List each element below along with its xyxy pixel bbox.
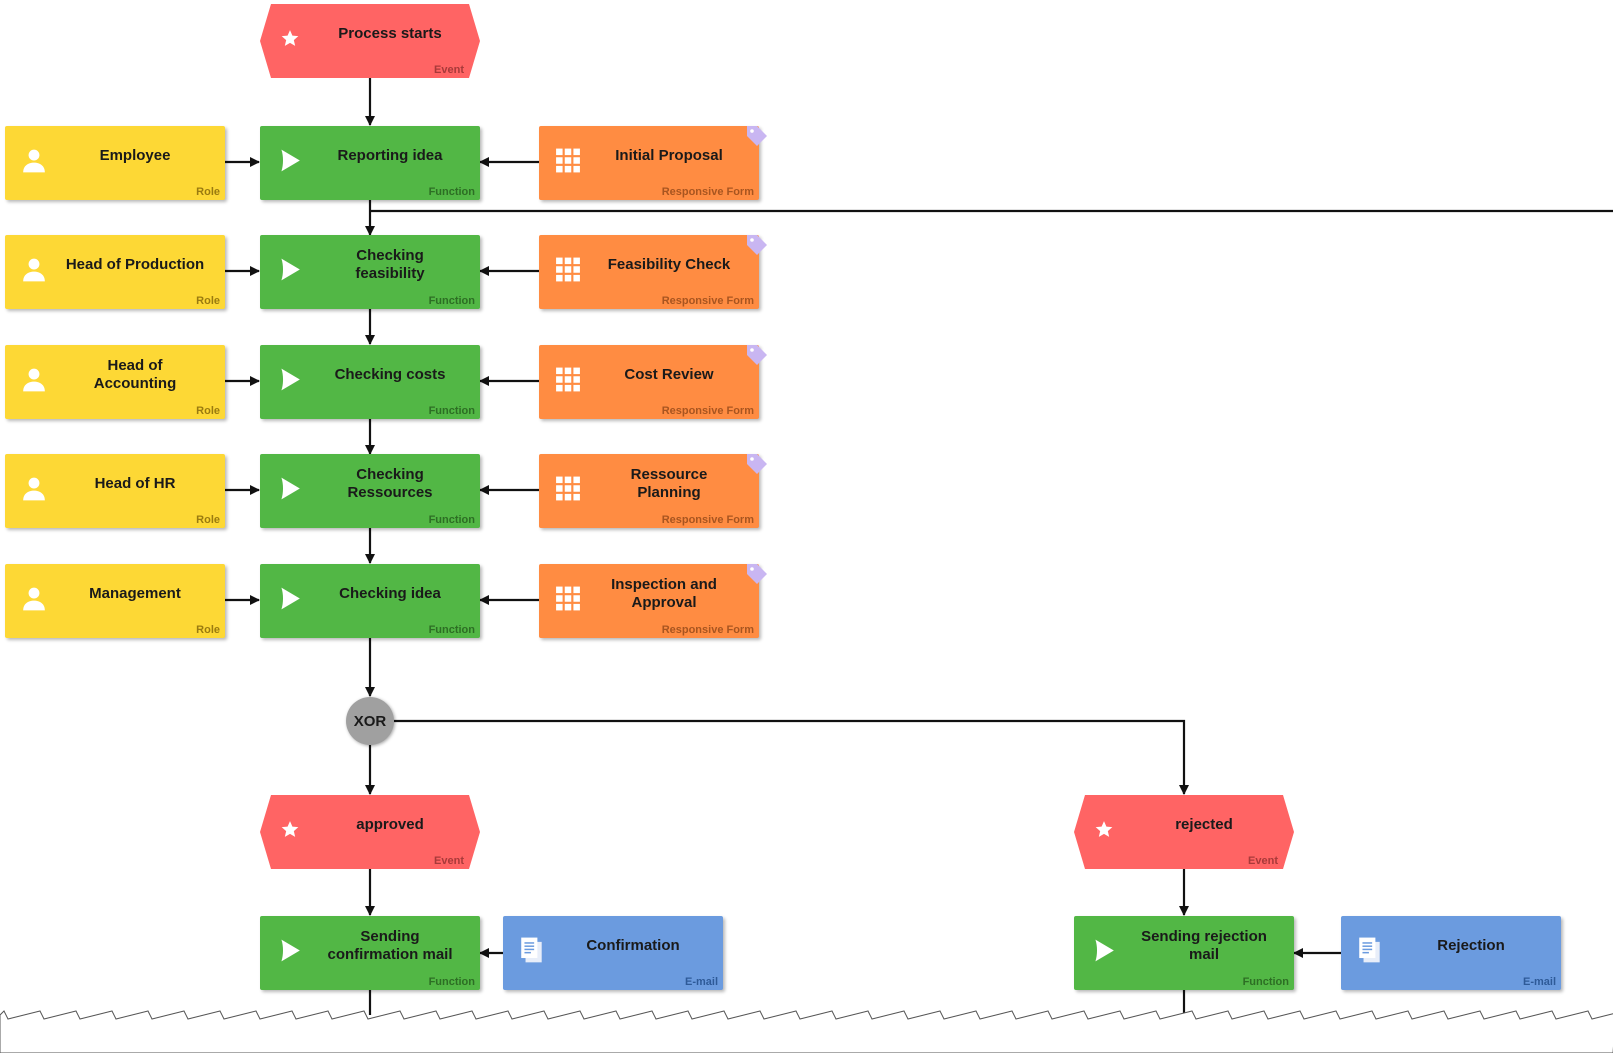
tag-icon <box>745 562 769 591</box>
grid-icon <box>555 586 581 617</box>
person-icon <box>21 257 47 288</box>
grid-icon <box>555 367 581 398</box>
function-type: Function <box>428 405 475 417</box>
email-label: Confirmation <box>586 937 680 954</box>
grid-icon <box>555 148 581 179</box>
form-type: Responsive Form <box>661 186 754 198</box>
tag-icon <box>745 233 769 262</box>
play-icon <box>276 367 302 398</box>
email-type: E-mail <box>684 976 718 988</box>
role-employee[interactable]: Employee Role <box>5 126 225 200</box>
star-icon <box>280 29 300 54</box>
function-type: Function <box>428 976 475 988</box>
role-type: Role <box>196 186 220 198</box>
role-type: Role <box>196 624 220 636</box>
role-head-of-accounting[interactable]: Head of Accounting Role <box>5 345 225 419</box>
event-type: Event <box>434 64 464 76</box>
form-type: Responsive Form <box>661 624 754 636</box>
star-icon <box>1094 820 1114 845</box>
function-sending-confirmation-mail[interactable]: Sending confirmation mail Function <box>260 916 480 990</box>
flow-xor-to-rejected <box>394 719 1189 795</box>
xor-gateway[interactable]: XOR <box>346 697 394 745</box>
email-type: E-mail <box>1522 976 1556 988</box>
person-icon <box>21 586 47 617</box>
form-type: Responsive Form <box>661 405 754 417</box>
role-label: Employee <box>99 147 171 164</box>
function-label: Checking costs <box>334 366 446 383</box>
play-icon <box>276 586 302 617</box>
torn-edge <box>0 1010 1613 1053</box>
form-type: Responsive Form <box>661 295 754 307</box>
function-label: Checking feasibility <box>355 247 425 282</box>
tag-icon <box>745 343 769 372</box>
role-label: Head of Accounting <box>93 357 177 392</box>
form-label: Ressource Planning <box>630 466 708 501</box>
play-icon <box>276 148 302 179</box>
play-icon <box>276 938 302 969</box>
form-label: Feasibility Check <box>607 256 731 273</box>
form-feasibility-check[interactable]: Feasibility Check Responsive Form <box>539 235 767 309</box>
form-ressource-planning[interactable]: Ressource Planning Responsive Form <box>539 454 767 528</box>
function-checking-feasibility[interactable]: Checking feasibility Function <box>260 235 480 309</box>
role-head-of-hr[interactable]: Head of HR Role <box>5 454 225 528</box>
form-label: Inspection and Approval <box>611 576 717 611</box>
form-label: Cost Review <box>624 366 714 383</box>
person-icon <box>21 148 47 179</box>
role-type: Role <box>196 514 220 526</box>
person-icon <box>21 476 47 507</box>
role-head-of-production[interactable]: Head of Production Role <box>5 235 225 309</box>
role-label: Management <box>89 585 181 602</box>
play-icon <box>1090 938 1116 969</box>
role-type: Role <box>196 295 220 307</box>
gateway-label: XOR <box>353 712 387 730</box>
tag-icon <box>745 124 769 153</box>
role-label: Head of HR <box>94 475 176 492</box>
tag-icon <box>745 452 769 481</box>
form-type: Responsive Form <box>661 514 754 526</box>
event-label: Process starts <box>338 25 442 42</box>
role-management[interactable]: Management Role <box>5 564 225 638</box>
function-type: Function <box>1242 976 1289 988</box>
event-type: Event <box>1248 855 1278 867</box>
form-cost-review[interactable]: Cost Review Responsive Form <box>539 345 767 419</box>
email-rejection[interactable]: Rejection E-mail <box>1341 916 1561 990</box>
grid-icon <box>555 476 581 507</box>
play-icon <box>276 257 302 288</box>
function-type: Function <box>428 514 475 526</box>
function-type: Function <box>428 186 475 198</box>
event-label: approved <box>356 816 424 833</box>
form-inspection-and-approval[interactable]: Inspection and Approval Responsive Form <box>539 564 767 638</box>
function-label: Checking Ressources <box>347 466 433 501</box>
role-label: Head of Production <box>65 256 205 273</box>
function-checking-costs[interactable]: Checking costs Function <box>260 345 480 419</box>
form-initial-proposal[interactable]: Initial Proposal Responsive Form <box>539 126 767 200</box>
function-sending-rejection-mail[interactable]: Sending rejection mail Function <box>1074 916 1294 990</box>
document-icon <box>1357 937 1383 970</box>
email-confirmation[interactable]: Confirmation E-mail <box>503 916 723 990</box>
function-reporting-idea[interactable]: Reporting idea Function <box>260 126 480 200</box>
function-label: Checking idea <box>339 585 441 602</box>
event-approved[interactable]: approved Event <box>260 795 480 869</box>
function-label: Sending confirmation mail <box>327 928 453 963</box>
event-label: rejected <box>1175 816 1233 833</box>
document-icon <box>519 937 545 970</box>
email-label: Rejection <box>1437 937 1505 954</box>
play-icon <box>276 476 302 507</box>
event-rejected[interactable]: rejected Event <box>1074 795 1294 869</box>
person-icon <box>21 367 47 398</box>
form-label: Initial Proposal <box>615 147 723 164</box>
function-label: Reporting idea <box>337 147 443 164</box>
function-checking-idea[interactable]: Checking idea Function <box>260 564 480 638</box>
star-icon <box>280 820 300 845</box>
event-type: Event <box>434 855 464 867</box>
function-type: Function <box>428 624 475 636</box>
role-type: Role <box>196 405 220 417</box>
event-process-starts[interactable]: Process starts Event <box>260 4 480 78</box>
function-checking-ressources[interactable]: Checking Ressources Function <box>260 454 480 528</box>
function-label: Sending rejection mail <box>1141 928 1267 963</box>
function-type: Function <box>428 295 475 307</box>
grid-icon <box>555 257 581 288</box>
